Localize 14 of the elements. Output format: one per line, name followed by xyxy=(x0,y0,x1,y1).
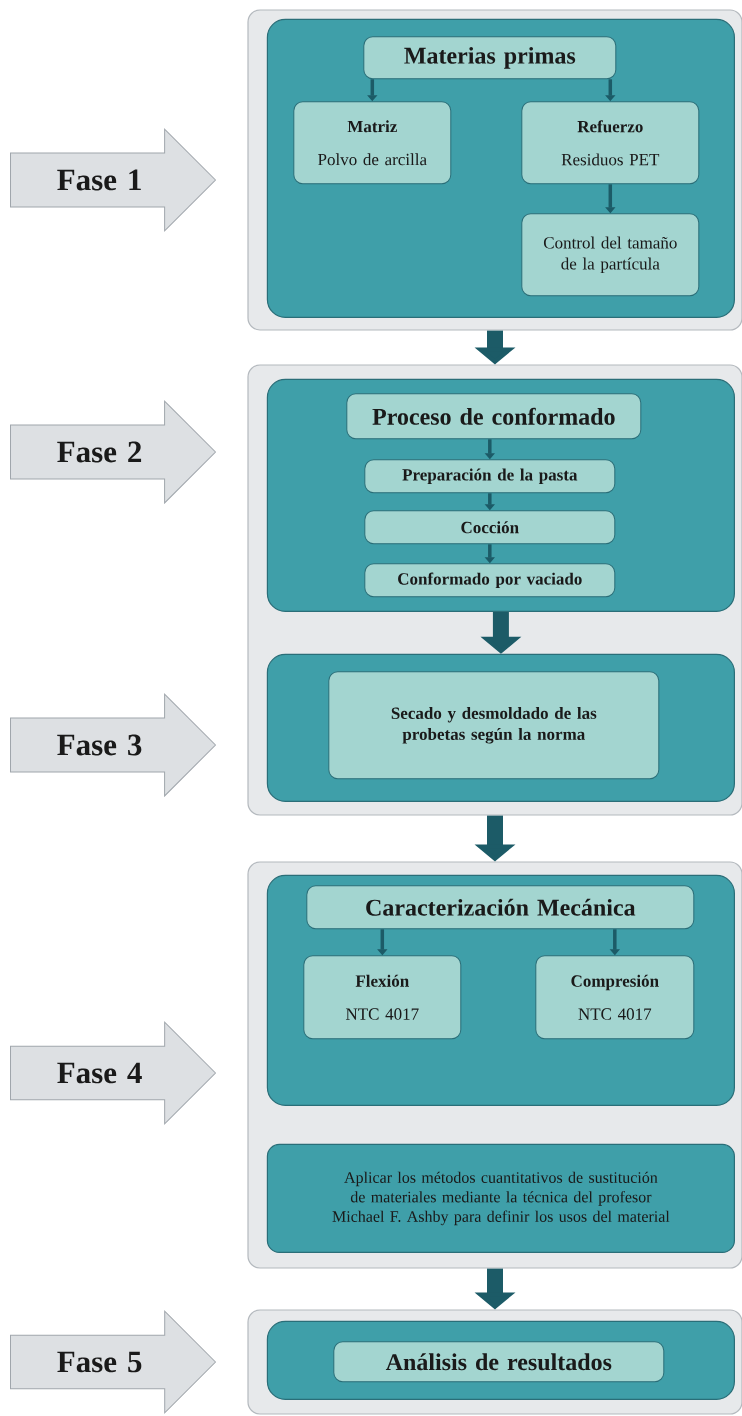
process-box: Materias primas xyxy=(363,36,617,80)
process-box: Conformado por vaciado xyxy=(364,563,616,598)
process-box: Cocción xyxy=(364,510,616,545)
process-box: Caracterización Mecánica xyxy=(306,885,695,930)
process-box: Compresión NTC 4017 xyxy=(535,955,695,1040)
process-box: Proceso de conformado xyxy=(346,393,642,440)
process-box: Análisis de resultados xyxy=(333,1341,665,1383)
process-box: Flexión NTC 4017 xyxy=(303,955,462,1040)
process-box: Secado y desmoldado de las probetas según la norma xyxy=(328,671,660,780)
process-box: Matriz Polvo de arcilla xyxy=(293,101,452,185)
process-box: Refuerzo Residuos PET xyxy=(521,101,700,185)
text-panel: Aplicar los métodos cuantitativos de sustitución de materiales mediante la técnica del profesor Michael F. Ashby para definir los usos del material xyxy=(266,1143,735,1253)
process-box: Preparación de la pasta xyxy=(364,459,616,494)
process-box: Control del tamaño de la partícula xyxy=(521,213,700,297)
